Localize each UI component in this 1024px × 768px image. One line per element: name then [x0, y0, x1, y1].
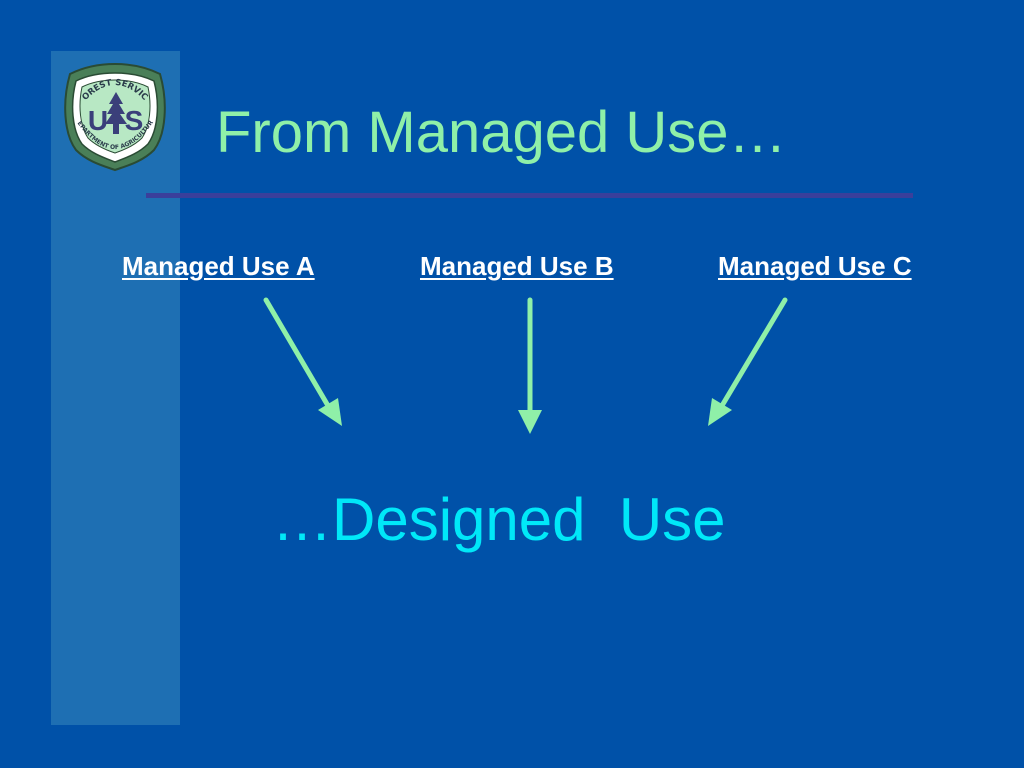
arrow-from-b: [518, 297, 542, 434]
pine-tree-icon: [105, 92, 127, 134]
slide-title: From Managed Use…: [216, 100, 787, 165]
arrow-from-c: [708, 297, 788, 426]
managed-use-a-label: Managed Use A: [122, 251, 315, 281]
managed-use-c-label: Managed Use C: [718, 251, 912, 281]
logo-letter-u: U: [88, 105, 108, 136]
designed-use-text: …Designed Use: [272, 486, 726, 553]
title-divider: [146, 193, 913, 198]
logo-letter-s: S: [125, 105, 144, 136]
arrow-from-a: [263, 297, 342, 426]
managed-use-b-label: Managed Use B: [420, 251, 614, 281]
